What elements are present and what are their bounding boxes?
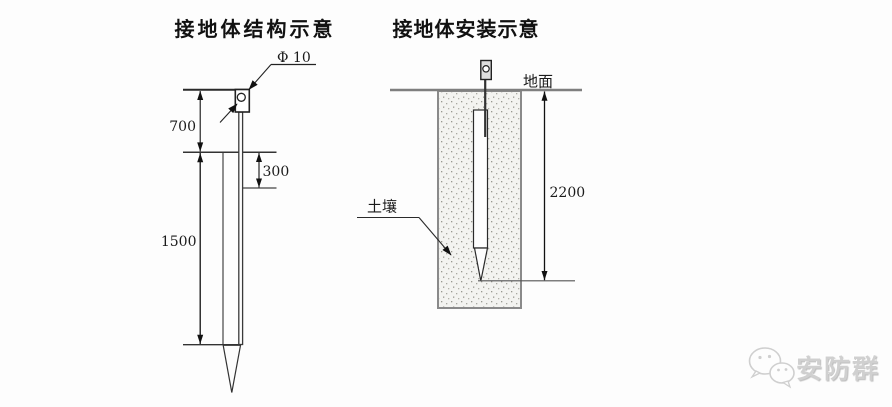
dimension-300: 300 <box>256 153 289 188</box>
leader-arrow-icon <box>228 103 238 114</box>
dimension-1500: 1500 <box>161 153 204 344</box>
dim-label-1500: 1500 <box>161 234 197 250</box>
conductor-rod <box>238 111 244 346</box>
left-diagram-title: 接地体结构示意 <box>174 17 336 41</box>
right-diagram-title: 接地体安装示意 <box>392 17 540 41</box>
dim-label-300: 300 <box>263 164 290 180</box>
dimension-700: 700 <box>169 90 204 152</box>
dim-label-700: 700 <box>169 119 196 135</box>
electrode-tip <box>222 344 242 393</box>
dim-label-2200: 2200 <box>550 185 586 201</box>
leader-arrow-icon <box>248 80 258 90</box>
leader-arrow-icon <box>442 245 452 256</box>
soil-label: 土壤 <box>367 198 397 216</box>
watermark-text: 安防群 <box>796 354 881 385</box>
clamp-bolt-hole <box>236 92 246 102</box>
electrode-tip <box>473 247 489 282</box>
left-diagram: Φ 10 700 1500 <box>161 50 316 393</box>
watermark: 安防群 <box>744 342 880 392</box>
right-diagram: 地面 2200 土壤 <box>357 59 586 309</box>
clamp-bolt-hole <box>482 65 490 73</box>
diameter-label: Φ 10 <box>277 50 311 66</box>
wechat-icon <box>748 347 795 389</box>
ground-label: 地面 <box>523 73 553 91</box>
dimension-2200: 2200 <box>541 91 586 281</box>
